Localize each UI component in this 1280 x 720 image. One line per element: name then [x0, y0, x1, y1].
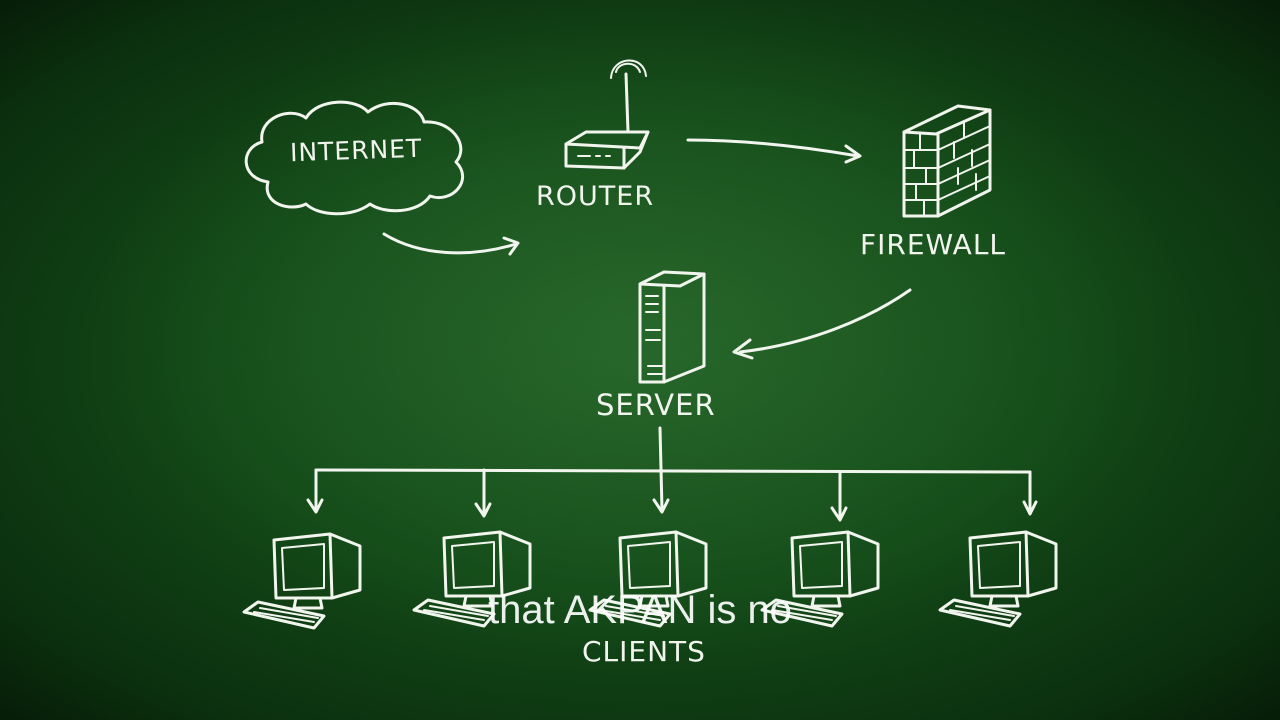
server-label: SERVER	[596, 388, 716, 422]
video-caption: that AKPAN is no	[488, 588, 792, 632]
router-label: ROUTER	[536, 181, 655, 212]
server-icon	[638, 270, 706, 384]
router-icon	[564, 59, 650, 170]
firewall-label: FIREWALL	[860, 228, 1007, 261]
clients-label: CLIENTS	[582, 635, 706, 668]
internet-cloud-icon	[244, 100, 464, 216]
internet-label: INTERNET	[289, 133, 423, 168]
arrow-router-firewall	[686, 138, 862, 164]
distribution-lines	[306, 426, 1038, 522]
arrow-internet-router	[382, 232, 520, 256]
arrow-firewall-server	[732, 288, 912, 360]
firewall-icon	[902, 104, 992, 218]
